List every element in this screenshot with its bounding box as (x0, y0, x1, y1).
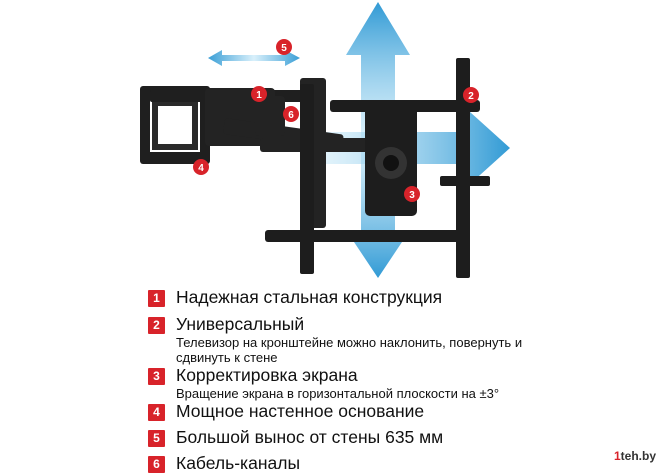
callout-1: 1 (251, 86, 267, 102)
feature-title: Мощное настенное основание (176, 401, 425, 421)
svg-text:5: 5 (281, 43, 287, 54)
feature-title: Надежная стальная конструкция (176, 287, 443, 307)
feature-number: 4 (148, 404, 165, 421)
feature-number: 3 (148, 368, 165, 385)
callout-6: 6 (283, 106, 299, 122)
feature-title: Универсальный (176, 314, 305, 334)
feature-title: Корректировка экрана (176, 365, 358, 385)
tv-wall-mount-image: 1 2 3 4 5 6 (140, 2, 510, 278)
feature-number: 6 (148, 456, 165, 473)
callout-2: 2 (463, 87, 479, 103)
svg-text:4: 4 (198, 163, 204, 174)
feature-title: Кабель-каналы (176, 453, 301, 473)
feature-description: Телевизор на кронштейне можно наклонить,… (176, 335, 523, 365)
callout-3: 3 (404, 186, 420, 202)
feature-number: 5 (148, 430, 165, 447)
callout-5: 5 (276, 39, 292, 55)
feature-number: 2 (148, 317, 165, 334)
feature-number: 1 (148, 290, 165, 307)
watermark: 1teh.by (614, 449, 656, 463)
feature-description: Вращение экрана в горизонтальной плоскос… (176, 386, 500, 401)
svg-text:2: 2 (468, 91, 474, 102)
extension-arrow (208, 50, 300, 66)
watermark-number: 1 (613, 449, 621, 463)
vesa-bracket (265, 58, 490, 278)
svg-text:6: 6 (288, 110, 294, 121)
svg-text:1: 1 (256, 90, 262, 101)
callout-4: 4 (193, 159, 209, 175)
feature-title: Большой вынос от стены 635 мм (176, 427, 444, 447)
svg-text:3: 3 (409, 190, 415, 201)
watermark-text: teh.by (620, 449, 656, 463)
